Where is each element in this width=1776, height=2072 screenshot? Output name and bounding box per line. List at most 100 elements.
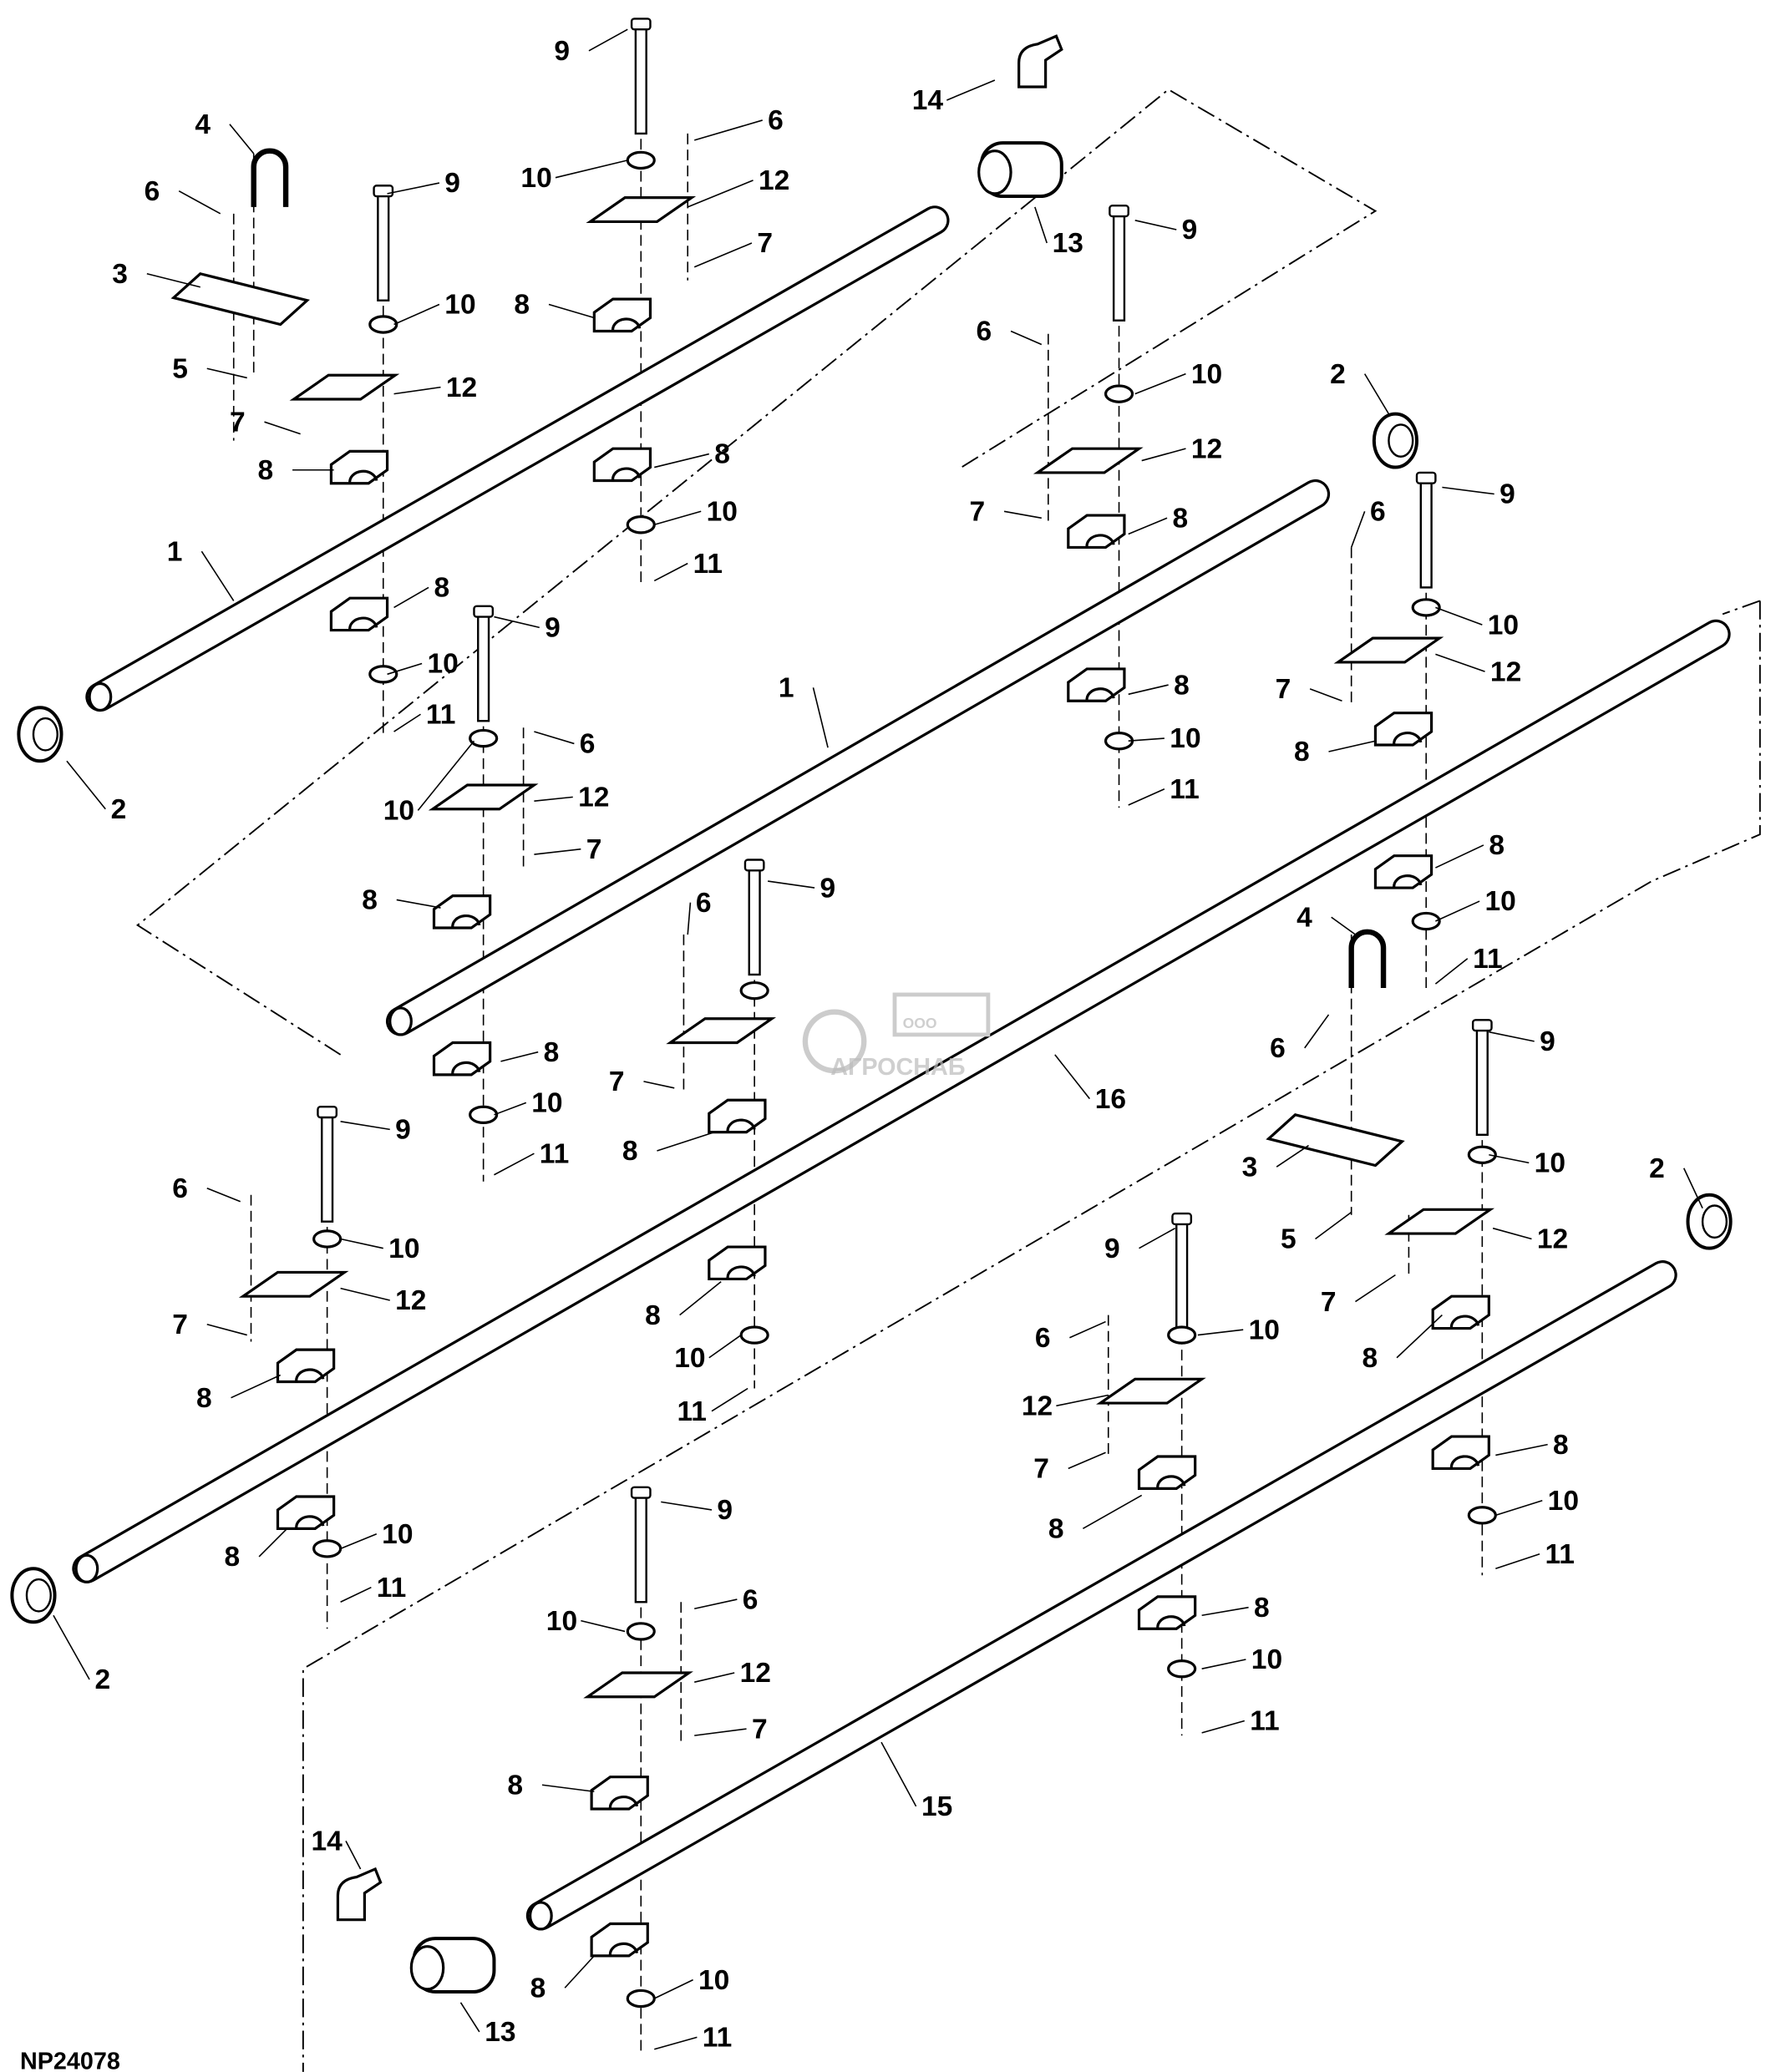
tee-port (977, 149, 1012, 195)
mount-plate-icon (1266, 1113, 1405, 1168)
leader-line (258, 1527, 288, 1558)
callout-label: 7 (1033, 1454, 1049, 1485)
callout-label: 6 (580, 729, 596, 760)
callout-label: 10 (444, 290, 475, 321)
leader-line (340, 1532, 378, 1550)
leader-line (693, 119, 763, 141)
callout-label: 10 (1488, 610, 1519, 641)
callout-label: 10 (1535, 1148, 1565, 1179)
leader-line (687, 180, 754, 208)
leader-line (1003, 510, 1042, 519)
callout-label: 10 (1170, 723, 1200, 754)
leader-line (500, 1051, 539, 1062)
leader-line (1435, 653, 1485, 672)
leader-line (679, 1281, 722, 1316)
end-cap-icon (1686, 1193, 1733, 1250)
leader-line (229, 124, 255, 155)
leader-line (694, 1598, 738, 1610)
callout-label: 10 (1485, 886, 1516, 917)
end-cap-icon (17, 706, 63, 763)
leader-line (1495, 1553, 1540, 1570)
callout-label: 8 (434, 573, 450, 604)
leader-line (1492, 1227, 1532, 1240)
washer-icon (1167, 1659, 1197, 1679)
leader-line (693, 242, 753, 268)
clamp-half-icon (590, 1922, 649, 1958)
callout-label: 10 (383, 796, 414, 827)
callout-label: 2 (1330, 359, 1346, 390)
callout-label: 2 (111, 794, 127, 825)
clamp-half-icon (329, 449, 389, 485)
callout-label: 11 (677, 1396, 706, 1427)
callout-label: 4 (1296, 902, 1312, 933)
bolt-icon (1112, 212, 1126, 322)
leader-line (340, 1121, 390, 1131)
bolt-head (373, 185, 394, 198)
callout-label: 11 (377, 1573, 406, 1603)
leader-line (206, 1187, 241, 1203)
callout-label: 8 (530, 1973, 546, 2004)
leader-line (494, 616, 540, 629)
clamp-half-icon (432, 894, 492, 930)
leader-line (387, 662, 423, 676)
clamp-half-icon (592, 297, 652, 333)
pipe-body (529, 1263, 1675, 1928)
callout-label: 9 (1104, 1234, 1120, 1264)
callout-label: 9 (554, 36, 570, 67)
callout-label: 11 (1473, 944, 1502, 975)
leader-line (146, 272, 200, 288)
clamp-half-icon (708, 1098, 767, 1134)
leader-line (1304, 1014, 1330, 1049)
callout-label: 11 (540, 1138, 569, 1169)
leader-line (657, 1131, 715, 1152)
callout-label: 12 (740, 1658, 771, 1689)
callout-label: 12 (446, 372, 477, 403)
washer-icon (1467, 1506, 1497, 1525)
bracket-plate-icon (238, 1270, 349, 1298)
bolt-icon (377, 192, 390, 301)
callout-label: 14 (311, 1826, 343, 1857)
leader-line (654, 510, 702, 526)
pipe-body (88, 208, 947, 709)
leader-line (1068, 1451, 1106, 1470)
bolt-icon (748, 866, 761, 976)
callout-label: 8 (1362, 1343, 1378, 1374)
figure-code: NP24078 (20, 2049, 120, 2072)
clamp-half-icon (329, 596, 389, 632)
callout-label: 10 (1548, 1486, 1579, 1517)
callout-label: 10 (1249, 1315, 1280, 1345)
callout-label: 2 (94, 1664, 110, 1695)
washer-icon (1167, 1325, 1197, 1345)
leader-line (1355, 1274, 1396, 1303)
leader-line (654, 453, 709, 469)
leader-line (494, 1102, 527, 1116)
callout-label: 6 (1035, 1323, 1051, 1354)
washer-icon (626, 515, 656, 534)
callout-label: 6 (743, 1584, 759, 1615)
leader-line (1054, 1054, 1091, 1100)
leader-line (1435, 606, 1483, 626)
end-cap-rim (1701, 1204, 1728, 1239)
callout-label: 6 (768, 105, 784, 136)
leader-line (393, 586, 429, 609)
leader-line (1128, 684, 1169, 696)
callout-label: 6 (696, 888, 712, 919)
leader-line (1276, 1144, 1309, 1168)
bracket-plate-icon (428, 783, 539, 811)
leader-line (1489, 1031, 1535, 1042)
callout-label: 9 (819, 873, 835, 904)
leader-line (768, 880, 815, 889)
tee-port (409, 1945, 445, 1991)
leader-line (555, 160, 628, 179)
callout-label: 10 (388, 1234, 419, 1264)
callout-label: 12 (1022, 1391, 1053, 1421)
callout-label: 12 (1191, 433, 1222, 464)
elbow-fitting-icon (1017, 34, 1063, 89)
leader-line (1309, 688, 1342, 702)
washer-icon (739, 1325, 769, 1345)
clamp-half-icon (276, 1348, 336, 1384)
callout-label: 10 (1191, 359, 1222, 390)
bracket-plate-icon (1033, 447, 1144, 474)
callout-label: 10 (1251, 1644, 1282, 1675)
leader-line (1056, 1394, 1109, 1407)
